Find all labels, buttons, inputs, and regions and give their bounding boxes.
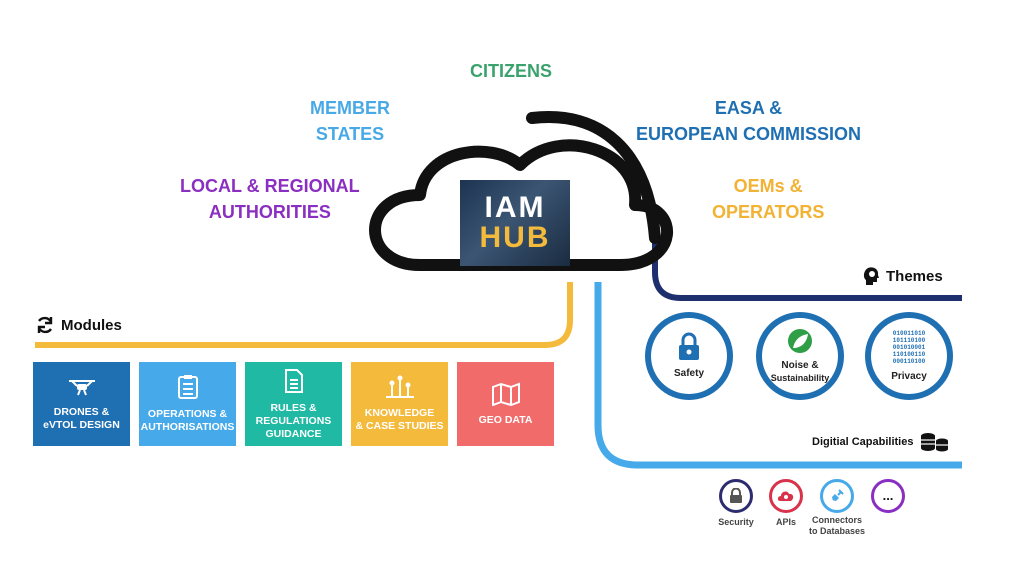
capability-apis-label: APIs (775, 517, 796, 527)
plug-icon (832, 489, 844, 501)
stakeholder-local-regional-line2: AUTHORITIES (208, 202, 331, 222)
stakeholder-oems: OEMs & OPERATORS (712, 173, 824, 225)
stakeholder-member-states-line1: MEMBER (310, 98, 390, 118)
capability-more[interactable]: ... (871, 479, 905, 513)
cloud-outline (369, 139, 674, 271)
module-rules-line1: RULES & (270, 401, 317, 414)
capability-connectors[interactable] (820, 479, 854, 513)
lock-icon (730, 488, 742, 503)
iam-hub-logo: IAM HUB (460, 180, 570, 266)
stakeholder-citizens: CITIZENS (470, 58, 552, 84)
stakeholder-oems-line1: OEMs & (733, 176, 803, 196)
stakeholder-member-states: MEMBER STATES (310, 95, 390, 147)
leaf-icon (788, 329, 812, 353)
knowledge-icon (385, 375, 414, 398)
theme-safety[interactable]: Safety (645, 312, 733, 400)
stakeholder-local-regional: LOCAL & REGIONAL AUTHORITIES (180, 173, 360, 225)
themes-title: Themes (886, 267, 943, 285)
stakeholder-local-regional-line1: LOCAL & REGIONAL (180, 176, 360, 196)
stakeholder-member-states-line2: STATES (315, 124, 385, 144)
theme-noise-line1: Noise & (781, 360, 819, 371)
module-operations-authorisations[interactable]: OPERATIONS & AUTHORISATIONS (139, 362, 236, 446)
module-operations-line2: AUTHORISATIONS (140, 421, 235, 433)
capability-security[interactable] (719, 479, 753, 513)
module-knowledge-case-studies[interactable]: KNOWLEDGE & CASE STUDIES (351, 362, 448, 446)
stakeholder-easa-ec: EASA & EUROPEAN COMMISSION (636, 95, 861, 147)
module-drones-evtol[interactable]: DRONES & eVTOL DESIGN (33, 362, 130, 446)
themes-heading: Themes (862, 266, 943, 286)
theme-privacy[interactable]: 010011010 101110100 001010001 110100110 … (865, 312, 953, 400)
stakeholder-citizens-label: CITIZENS (470, 61, 553, 81)
map-icon (491, 382, 520, 406)
iam-hub-logo-line2: HUB (479, 221, 551, 254)
database-icon (921, 433, 949, 452)
brain-head-icon (863, 267, 879, 285)
stakeholder-oems-line2: OPERATORS (712, 202, 825, 222)
module-geo-data[interactable]: GEO DATA (457, 362, 554, 446)
digital-connector-line (594, 282, 962, 469)
capability-apis[interactable] (769, 479, 803, 513)
themes-connector-line (652, 238, 962, 301)
api-icon (777, 491, 794, 501)
module-operations-line1: OPERATIONS & (147, 408, 228, 420)
modules-connector-line (35, 282, 573, 348)
module-knowledge-line2: & CASE STUDIES (355, 420, 444, 432)
ellipsis-icon: ... (882, 488, 894, 503)
refresh-icon (37, 316, 53, 334)
module-geo-line1: GEO DATA (478, 413, 533, 426)
capability-connectors-label: Connectors to Databases (808, 515, 866, 536)
modules-heading: Modules (35, 315, 122, 335)
theme-noise-sustainability[interactable]: Noise & Sustainability (756, 312, 844, 400)
document-icon (284, 368, 303, 393)
module-drones-line1: DRONES & (53, 406, 110, 418)
iam-hub-logo-line1: IAM (484, 191, 546, 224)
stakeholder-easa-ec-line1: EASA & (714, 98, 783, 118)
module-knowledge-line1: KNOWLEDGE (364, 407, 435, 419)
checklist-icon (177, 375, 198, 399)
modules-title: Modules (61, 316, 122, 334)
digital-title: Digitial Capabilities (812, 436, 914, 448)
module-rules-regulations[interactable]: RULES & REGULATIONS GUIDANCE (245, 362, 342, 446)
stakeholder-easa-ec-line2: EUROPEAN COMMISSION (636, 124, 862, 144)
theme-noise-line2: Sustainability (770, 373, 830, 383)
module-rules-line3: GUIDANCE (265, 427, 322, 440)
theme-safety-label: Safety (673, 368, 704, 379)
module-drones-line2: eVTOL DESIGN (43, 419, 120, 431)
cloud-arc-outer (526, 111, 661, 244)
theme-privacy-label: Privacy (891, 370, 927, 382)
drone-icon (68, 380, 95, 396)
digital-heading: Digitial Capabilities (812, 432, 949, 452)
module-rules-line2: REGULATIONS (255, 414, 332, 427)
binary-icon: 010011010 101110100 001010001 110100110 … (892, 329, 926, 365)
capability-security-label: Security (718, 517, 754, 527)
lock-icon (679, 332, 699, 360)
